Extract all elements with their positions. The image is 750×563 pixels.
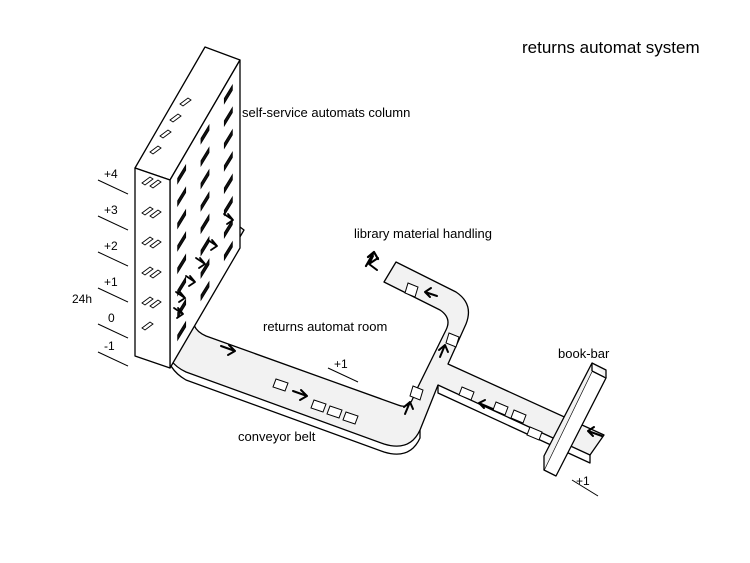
automat-slot — [223, 173, 233, 195]
automat-slot — [200, 123, 210, 145]
automat-slot — [223, 83, 233, 105]
belt-trays — [272, 282, 543, 441]
level-label-plus4: +4 — [104, 167, 118, 181]
automat-slot — [177, 208, 187, 230]
automat-slot — [177, 253, 187, 275]
hours-label: 24h — [72, 292, 92, 306]
automats-column — [134, 46, 241, 369]
automat-slot — [177, 163, 187, 185]
automat-slot — [223, 106, 233, 128]
automat-slot — [177, 320, 187, 342]
room-level: +1 — [334, 357, 348, 371]
level-label-plus1: +1 — [104, 275, 118, 289]
automat-slot — [200, 191, 210, 212]
room-level-marker — [327, 367, 359, 383]
automat-slot — [200, 235, 210, 257]
level-tick-lines — [97, 179, 129, 367]
automat-slots — [177, 83, 233, 342]
level-label-minus1: -1 — [104, 339, 115, 353]
diagram-title: returns automat system — [522, 38, 700, 57]
automat-room-label: returns automat room — [263, 319, 387, 334]
book-bar-label: book-bar — [558, 346, 610, 361]
automat-slot — [223, 128, 233, 150]
book-bar — [543, 362, 607, 477]
automat-slot — [177, 231, 187, 252]
automat-slot — [200, 146, 210, 168]
belt-direction-arrows — [220, 250, 603, 437]
automat-slot — [177, 186, 187, 208]
level-label-plus2: +2 — [104, 239, 118, 253]
column-output-arrows — [173, 213, 234, 319]
automat-slot — [223, 218, 233, 240]
material-handling-label: library material handling — [354, 226, 492, 241]
automat-windows-side — [141, 97, 192, 331]
automat-slot — [200, 213, 210, 235]
automat-slot — [200, 168, 210, 190]
book-bar-level: +1 — [576, 474, 590, 488]
book-bar-level-marker — [571, 479, 599, 497]
automat-slot — [200, 280, 210, 302]
conveyor-belt-label: conveyor belt — [238, 429, 316, 444]
level-label-plus3: +3 — [104, 203, 118, 217]
automat-slot — [177, 298, 187, 320]
automat-slot — [200, 258, 210, 280]
automat-slot — [223, 240, 233, 262]
automat-slot — [223, 151, 233, 172]
level-label-zero: 0 — [108, 311, 115, 325]
automats-column-label: self-service automats column — [242, 105, 410, 120]
